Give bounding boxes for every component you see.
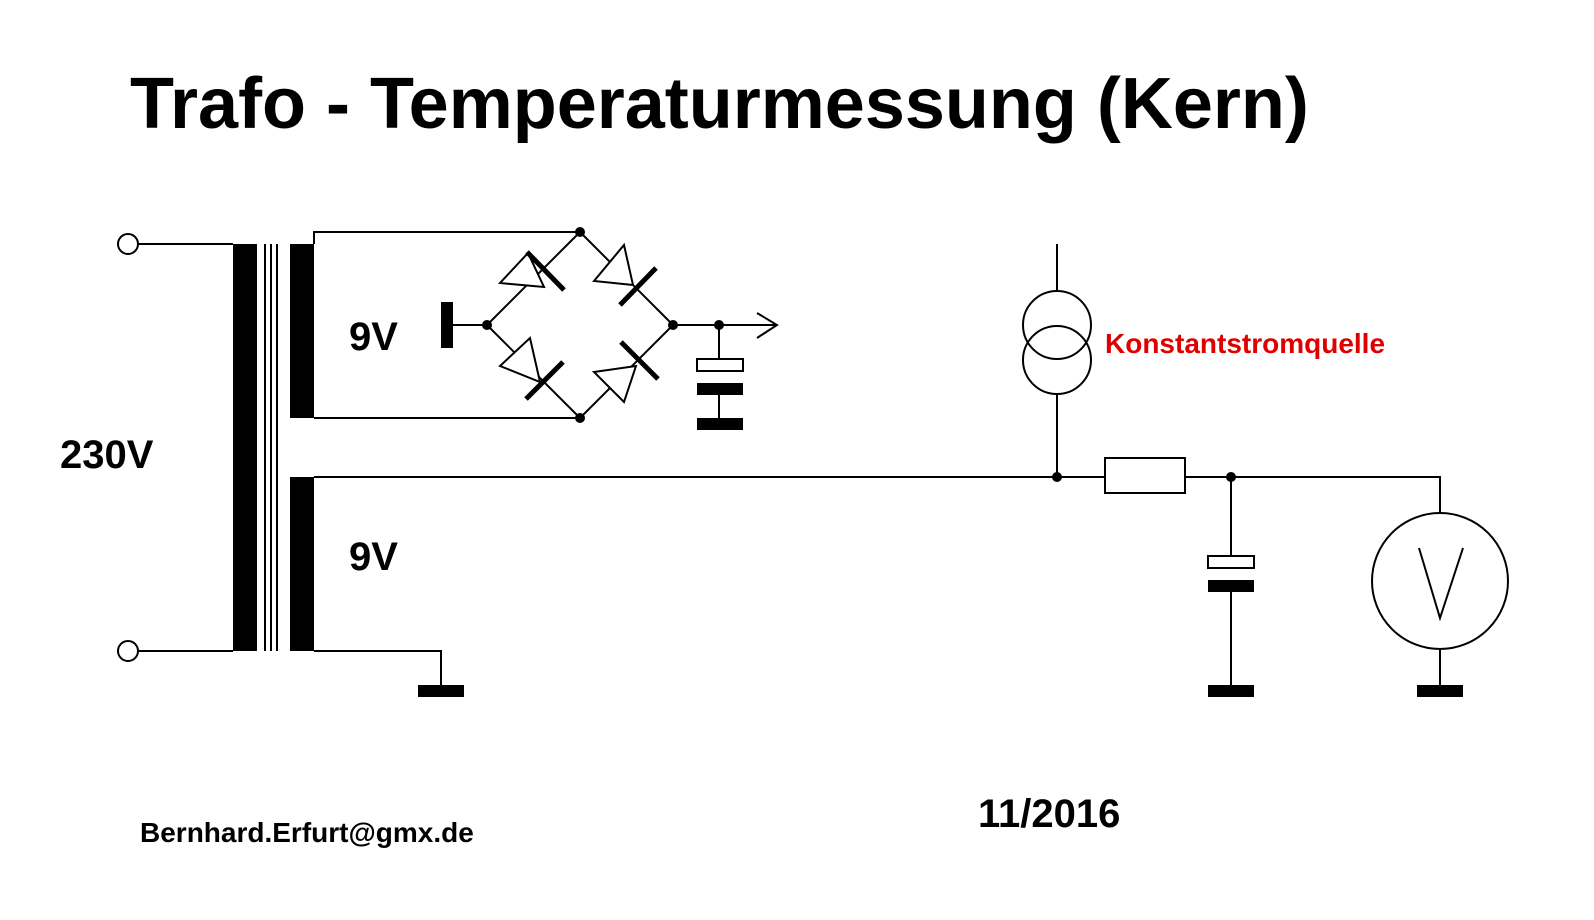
electrolytic-capacitor-icon bbox=[696, 325, 744, 430]
author-email: Bernhard.Erfurt@gmx.de bbox=[140, 817, 474, 848]
wire-upper-secondary-top bbox=[313, 231, 580, 244]
input-terminal-bottom bbox=[117, 640, 139, 662]
resistor-icon bbox=[1104, 457, 1186, 494]
drawing-date: 11/2016 bbox=[978, 792, 1120, 836]
wire-lower-secondary-bottom bbox=[314, 650, 442, 685]
secondary-lower-voltage-label: 9V bbox=[349, 535, 398, 579]
ground-symbol bbox=[697, 418, 743, 430]
transformer-symbol bbox=[233, 244, 314, 651]
bridge-ground-symbol bbox=[441, 302, 453, 348]
page-title: Trafo - Temperaturmessung (Kern) bbox=[130, 64, 1309, 144]
secondary-winding-upper bbox=[290, 244, 314, 418]
current-source-icon bbox=[1022, 244, 1092, 477]
diode-icon bbox=[497, 250, 566, 292]
junction-dot bbox=[575, 413, 585, 423]
input-terminal-top bbox=[117, 233, 139, 255]
voltmeter-icon bbox=[1371, 512, 1509, 697]
ground-symbol bbox=[1208, 685, 1254, 697]
diode-icon bbox=[592, 242, 658, 307]
output-arrow-icon bbox=[756, 312, 779, 339]
bridge-rectifier bbox=[482, 227, 678, 423]
current-source-label: Konstantstromquelle bbox=[1105, 328, 1385, 359]
diode-icon bbox=[591, 340, 660, 404]
secondary-winding-lower bbox=[290, 477, 314, 651]
junction-dot bbox=[1052, 472, 1062, 482]
junction-dot bbox=[575, 227, 585, 237]
ground-symbol bbox=[418, 685, 464, 697]
electrolytic-capacitor-icon bbox=[1207, 477, 1255, 697]
wire-resistor-to-meter bbox=[1185, 476, 1441, 512]
diode-icon bbox=[498, 336, 565, 401]
secondary-upper-voltage-label: 9V bbox=[349, 315, 398, 359]
ground-symbol bbox=[1417, 685, 1463, 697]
primary-voltage-label: 230V bbox=[60, 433, 154, 477]
primary-winding bbox=[233, 244, 257, 651]
